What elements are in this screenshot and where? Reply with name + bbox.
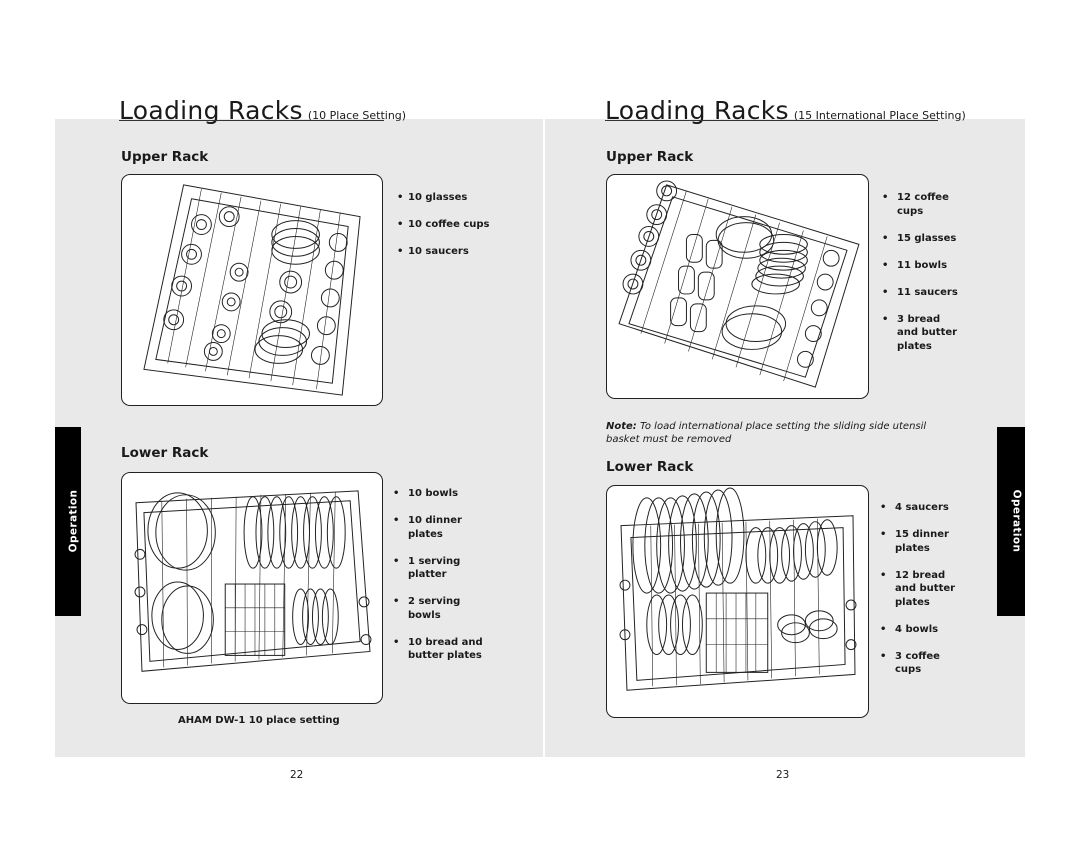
list-item: 2 serving bowls (393, 595, 513, 622)
right-lower-rack-heading: Lower Rack (606, 459, 694, 475)
list-item: 10 saucers (397, 245, 507, 259)
list-item: 1 serving platter (393, 555, 513, 582)
right-upper-rack-list: 12 coffee cups 15 glasses 11 bowls 11 sa… (882, 191, 992, 367)
upper-rack-15-illustration (606, 174, 869, 399)
left-upper-rack-list: 10 glasses 10 coffee cups 10 saucers (397, 191, 507, 272)
left-title-sub: (10 Place Setting) (307, 109, 407, 122)
lower-rack-10-illustration (121, 472, 383, 704)
left-lower-rack-list: 10 bowls 10 dinner plates 1 serving plat… (393, 487, 513, 676)
list-item: 11 bowls (882, 259, 992, 273)
right-lower-rack-list: 4 saucers 15 dinner plates 12 bread and … (880, 501, 990, 690)
right-operation-tab: Operation (997, 427, 1025, 616)
left-page-number: 22 (290, 769, 304, 781)
left-caption: AHAM DW-1 10 place setting (178, 715, 340, 726)
list-item: 10 dinner plates (393, 514, 513, 541)
list-item: 10 coffee cups (397, 218, 507, 232)
left-operation-tab: Operation (55, 427, 81, 616)
list-item: 15 glasses (882, 232, 992, 246)
list-item: 4 bowls (880, 623, 990, 637)
right-title-sub: (15 International Place Setting) (793, 109, 966, 122)
dishwasher-rack-illustration-icon (134, 490, 372, 672)
left-tab-label: Operation (67, 489, 80, 553)
list-item: 10 bowls (393, 487, 513, 501)
left-lower-rack-heading: Lower Rack (121, 445, 209, 461)
right-page-number: 23 (776, 769, 790, 781)
right-title-rule (605, 120, 938, 121)
right-tab-label: Operation (1010, 489, 1023, 553)
left-title-rule (119, 120, 384, 121)
right-upper-rack-heading: Upper Rack (606, 149, 694, 165)
list-item: 3 coffee cups (880, 650, 990, 677)
list-item: 15 dinner plates (880, 528, 990, 555)
note-label: Note: (606, 421, 637, 432)
right-note: Note: To load international place settin… (606, 420, 961, 446)
list-item: 12 bread and butter plates (880, 569, 990, 610)
dishwasher-rack-illustration-icon (143, 184, 361, 396)
list-item: 10 bread and butter plates (393, 636, 513, 663)
list-item: 3 bread and butter plates (882, 313, 992, 354)
list-item: 10 glasses (397, 191, 507, 205)
list-item: 12 coffee cups (882, 191, 992, 218)
dishwasher-rack-illustration-icon (618, 180, 860, 388)
dishwasher-rack-illustration-icon (619, 487, 857, 691)
list-item: 4 saucers (880, 501, 990, 515)
note-text: To load international place setting the … (606, 421, 927, 445)
lower-rack-15-illustration (606, 485, 869, 718)
list-item: 11 saucers (882, 286, 992, 300)
left-upper-rack-heading: Upper Rack (121, 149, 209, 165)
upper-rack-10-illustration (121, 174, 383, 406)
